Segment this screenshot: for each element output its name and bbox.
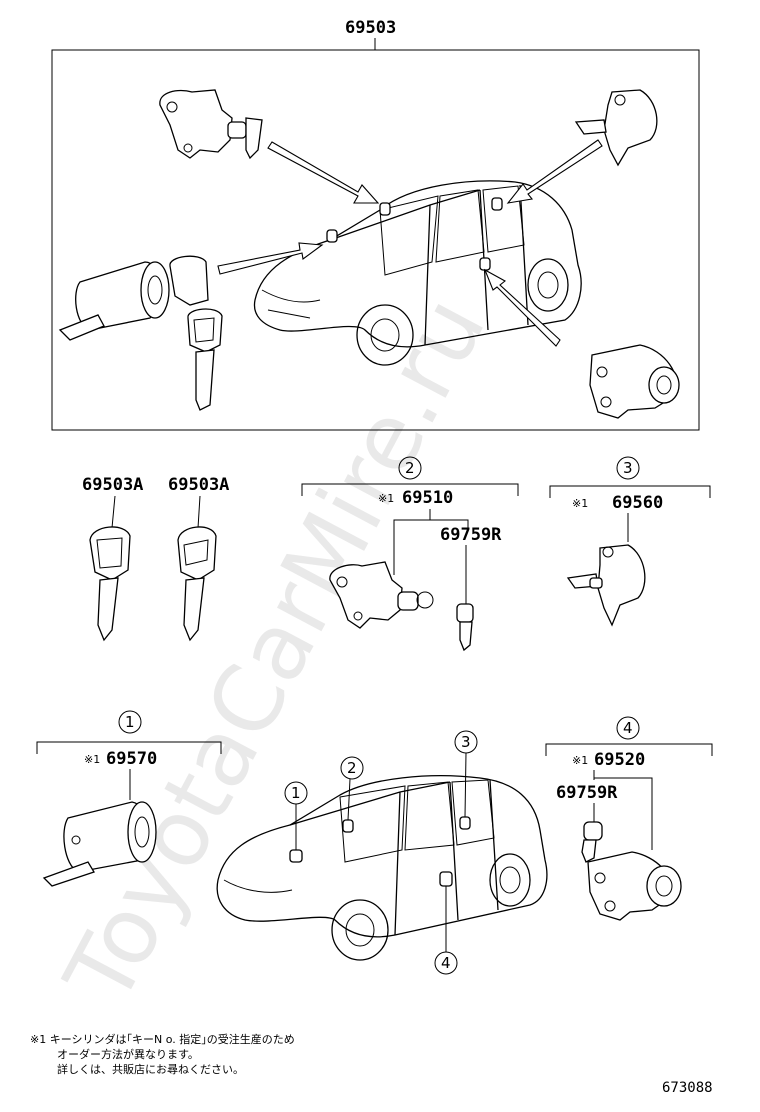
group-4-leader (593, 770, 653, 850)
key-right-drawing (177, 526, 217, 642)
car-callout-3-leader (464, 752, 467, 818)
watermark: ToyotaCarMire.ru (44, 280, 506, 1021)
group-2-leader (393, 509, 469, 575)
group-3-callout: 3 (623, 459, 633, 477)
group-1-prefix: ※1 (84, 753, 100, 766)
assembly-door-lock-left (159, 89, 263, 160)
assembly-back-door-lock (589, 344, 680, 419)
car-callout-1: 1 (291, 784, 301, 802)
group-3-part-number: 69560 (612, 493, 663, 513)
assembly-box (51, 49, 700, 431)
assembly-part-number: 69503 (345, 18, 396, 38)
group-3-bracket (549, 485, 711, 498)
footnote-line-1: ※1 キーシリンダは｢キーN o. 指定｣の受注生産のため (30, 1032, 295, 1046)
group-4-lever-drawing (581, 821, 603, 863)
group-1-callout: 1 (125, 713, 135, 731)
diagram-reference-number: 673088 (662, 1080, 713, 1096)
group-4-sub-part-number: 69759R (556, 783, 618, 803)
assembly-key (187, 308, 223, 411)
car-callout-3: 3 (461, 733, 471, 751)
group-3-door-lock-drawing (566, 544, 646, 627)
group-3-callout-circle (616, 456, 640, 480)
group-2: 2 ※1 69510 69759R (301, 456, 519, 652)
assembly-ignition-cylinder (58, 255, 209, 341)
key-left-part-number: 69503A (82, 475, 143, 495)
lower-car-drawing (216, 775, 548, 961)
assembly-car-drawing (253, 180, 582, 366)
group-4-prefix: ※1 (572, 754, 588, 767)
car-callout-2-leader (347, 778, 351, 821)
key-left-leader (111, 495, 116, 529)
group-4-bracket (545, 743, 713, 756)
group-4-callout-circle (616, 716, 640, 740)
group-2-door-lock-drawing (329, 561, 434, 629)
car-callout-2: 2 (347, 759, 357, 777)
group-4-part-number: 69520 (594, 750, 645, 770)
assembly-door-lock-right (574, 89, 658, 167)
group-3: 3 ※1 69560 (549, 456, 711, 627)
group-3-prefix: ※1 (572, 497, 588, 510)
group-2-part-number: 69510 (402, 488, 453, 508)
group-4: 4 ※1 69520 69759R (545, 716, 713, 921)
key-right-part-number: 69503A (168, 475, 229, 495)
group-4-back-door-lock-drawing (587, 851, 682, 921)
key-right-leader (197, 495, 201, 529)
group-1: 1 ※1 69570 (36, 710, 222, 887)
car-callout-2-circle (340, 756, 364, 780)
assembly-arrows (217, 139, 603, 347)
car-callout-4: 4 (441, 954, 451, 972)
footnote-line-2: オーダー方法が異なります。 (57, 1047, 199, 1061)
lower-car-callouts: 1 2 3 4 (284, 730, 478, 975)
group-2-sub-part-number: 69759R (440, 525, 502, 545)
group-2-lever-drawing (456, 603, 474, 652)
group-2-callout: 2 (405, 459, 415, 477)
footnote-line-3: 詳しくは、共販店にお尋ねください。 (57, 1062, 244, 1076)
group-4-callout: 4 (623, 719, 633, 737)
group-2-prefix: ※1 (378, 492, 394, 505)
group-1-callout-circle (118, 710, 142, 734)
group-1-ignition-cylinder-drawing (42, 801, 157, 887)
group-2-callout-circle (398, 456, 422, 480)
group-2-bracket (301, 483, 519, 496)
group-1-part-number: 69570 (106, 749, 157, 769)
group-1-bracket (36, 741, 222, 754)
key-left-drawing (89, 526, 131, 642)
